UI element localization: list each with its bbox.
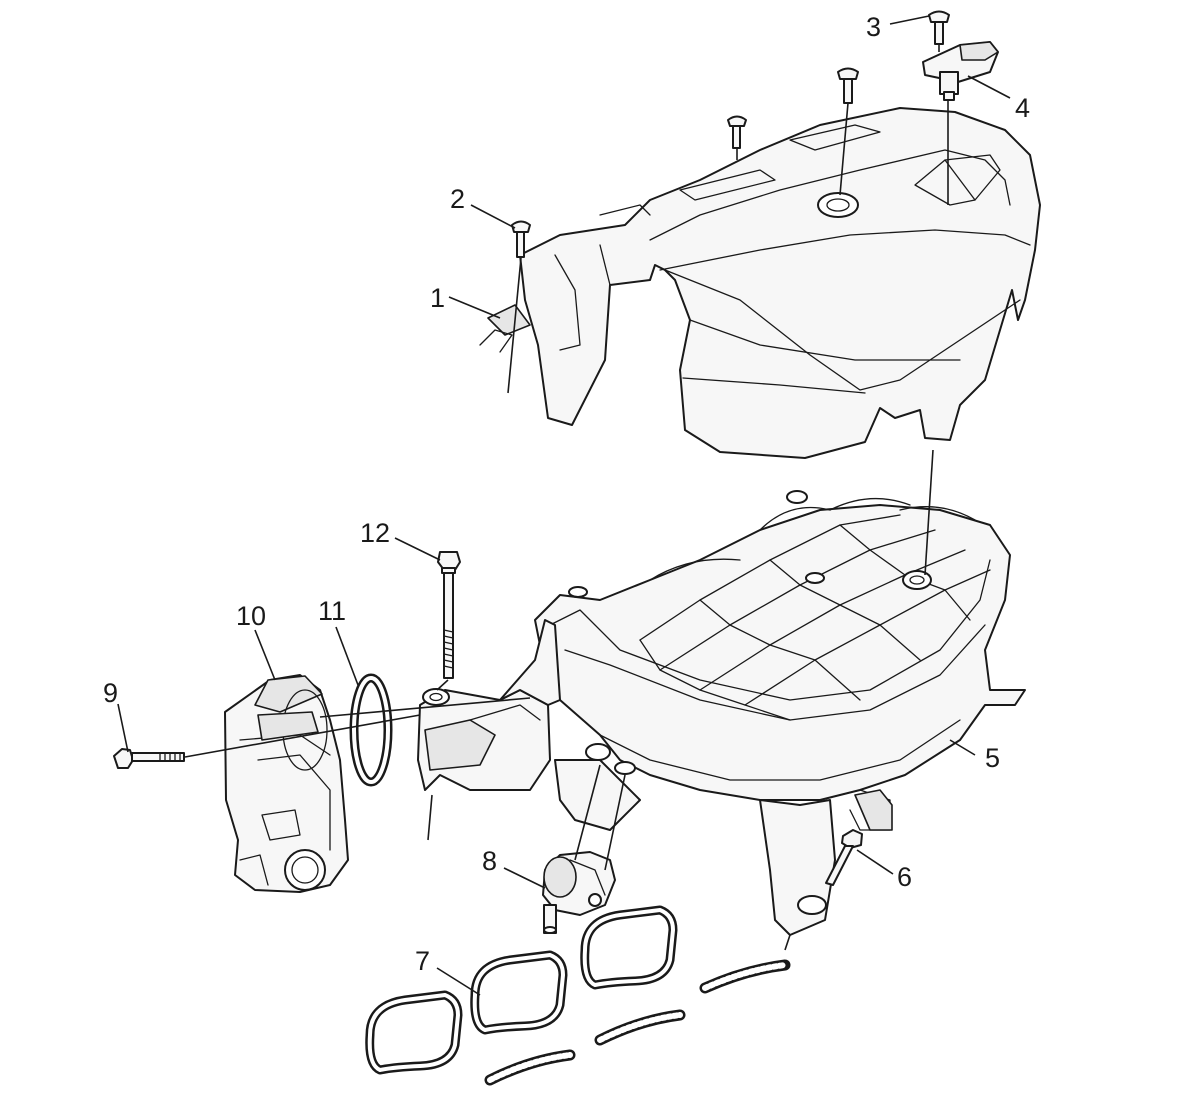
throttle-gasket <box>349 673 393 787</box>
callout-3: 3 <box>866 12 881 42</box>
callout-8: 8 <box>482 846 497 876</box>
cover-bolts <box>511 10 950 258</box>
callout-9: 9 <box>103 678 118 708</box>
port-gaskets <box>365 905 791 1086</box>
callout-11: 11 <box>318 596 346 626</box>
throttle-body <box>224 674 349 893</box>
callout-7: 7 <box>415 946 430 976</box>
support-bolt <box>825 829 863 886</box>
intake-manifold <box>417 490 1026 936</box>
callout-2: 2 <box>450 184 465 214</box>
callout-5: 5 <box>985 743 1000 773</box>
callout-4: 4 <box>1015 93 1030 123</box>
map-sensor <box>922 41 999 101</box>
callout-10: 10 <box>236 601 266 631</box>
throttle-bolt <box>113 748 185 769</box>
callout-6: 6 <box>897 862 912 892</box>
manifold-bolt-long <box>437 551 461 679</box>
callout-leaders <box>117 15 1011 996</box>
callout-labels: 1 2 3 4 5 6 7 8 9 10 11 12 <box>103 12 1030 976</box>
tumble-valve-actuator <box>542 851 616 934</box>
alignment-lines <box>184 44 949 951</box>
engine-cover <box>479 107 1041 459</box>
callout-1: 1 <box>430 283 445 313</box>
callout-12: 12 <box>360 518 390 548</box>
